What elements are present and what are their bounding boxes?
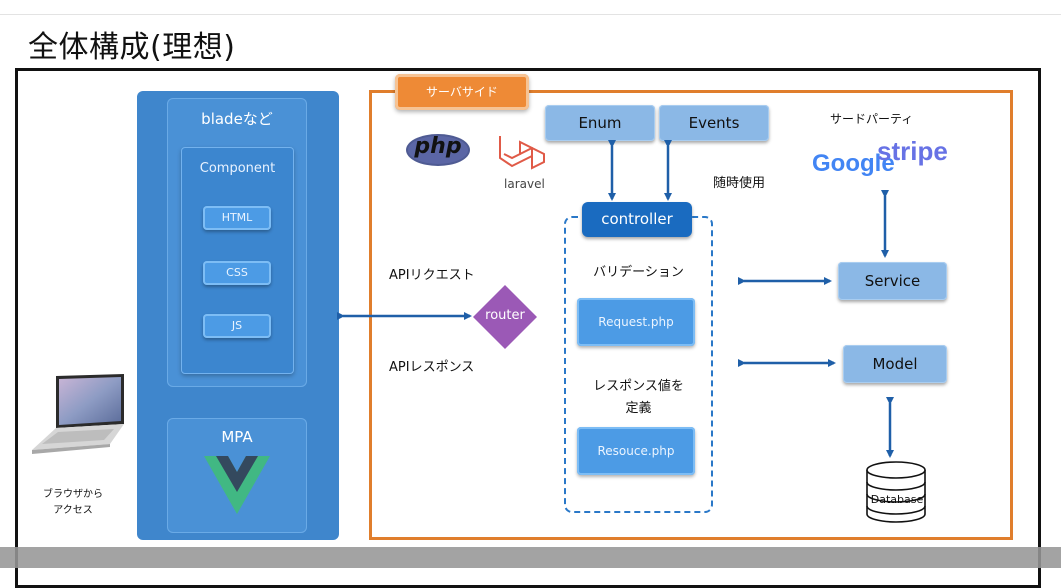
component-title: Component — [199, 161, 276, 176]
enum-box: Enum — [545, 105, 655, 141]
stripe-logo-icon: stripe — [877, 136, 948, 166]
server-side-tag: サーバサイド — [395, 74, 529, 110]
top-divider — [0, 14, 1061, 15]
laravel-label: laravel — [504, 177, 545, 191]
google-logo-icon: Google — [812, 150, 895, 177]
response-def-line2: 定義 — [625, 401, 652, 416]
blade-title: bladeなど — [201, 110, 273, 128]
browser-access-label: ブラウザから アクセス — [38, 487, 108, 519]
html-chip: HTML — [203, 206, 271, 230]
validation-label: バリデーション — [593, 265, 684, 280]
database-icon — [865, 460, 927, 528]
php-logo-icon — [405, 133, 471, 171]
laravel-logo-icon — [498, 134, 546, 174]
mpa-title: MPA — [221, 428, 253, 446]
browser-label-line1: ブラウザから — [43, 489, 103, 500]
usage-note: 随時使用 — [713, 176, 766, 191]
response-definition-label: レスポンス値を 定義 — [564, 376, 713, 420]
controller-box: controller — [582, 202, 692, 237]
resource-php-box: Resouce.php — [577, 427, 695, 475]
api-response-label: APIレスポンス — [389, 360, 475, 375]
response-def-line1: レスポンス値を — [593, 379, 684, 394]
database-label: Database — [870, 493, 924, 506]
request-php-box: Request.php — [577, 298, 695, 346]
model-box: Model — [843, 345, 947, 383]
events-box: Events — [659, 105, 769, 141]
vue-logo-icon — [204, 456, 270, 520]
laptop-icon — [28, 370, 128, 464]
service-box: Service — [838, 262, 947, 300]
php-logo-text: php — [414, 134, 462, 159]
api-request-label: APIリクエスト — [389, 268, 475, 283]
js-chip: JS — [203, 314, 271, 338]
bottom-toolbar — [0, 547, 1061, 568]
router-diamond — [473, 285, 537, 353]
css-chip: CSS — [203, 261, 271, 285]
router-label: router — [485, 308, 525, 323]
page-title: 全体構成(理想) — [28, 30, 236, 65]
third-party-label: サードパーティ — [830, 112, 914, 126]
browser-label-line2: アクセス — [53, 505, 93, 516]
connector-arrows — [337, 140, 894, 458]
